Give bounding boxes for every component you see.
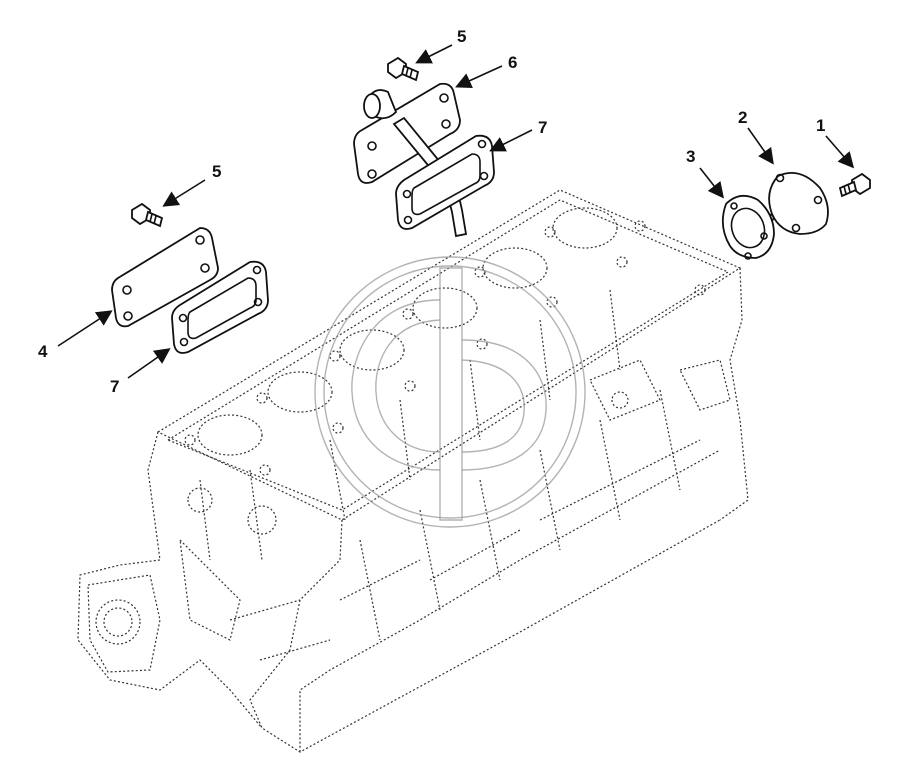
callout-4: 4 — [38, 342, 48, 361]
bolt-top — [387, 56, 420, 82]
cover-plate-left — [111, 227, 219, 328]
engine-block-phantom — [77, 189, 749, 753]
callout-7-left: 7 — [110, 377, 119, 396]
callout-5-top: 5 — [457, 27, 466, 46]
callout-labels: 1 2 3 4 5 5 6 7 7 — [38, 27, 825, 396]
callout-2: 2 — [738, 108, 747, 127]
head-bolt-holes — [184, 220, 706, 476]
bolt-right — [838, 172, 871, 198]
brand-watermark-logo — [314, 256, 586, 528]
bolt-left — [131, 202, 164, 228]
callout-5-left: 5 — [212, 162, 221, 181]
round-cover-plate — [765, 172, 829, 235]
callout-6: 6 — [508, 53, 517, 72]
round-gasket — [721, 194, 775, 260]
cylinder-bores — [197, 207, 618, 456]
callout-1: 1 — [816, 116, 825, 135]
callout-7-top: 7 — [538, 118, 547, 137]
gasket-top — [395, 134, 495, 230]
callout-3: 3 — [686, 147, 695, 166]
leader-arrows — [57, 44, 855, 379]
gasket-left — [171, 260, 269, 354]
